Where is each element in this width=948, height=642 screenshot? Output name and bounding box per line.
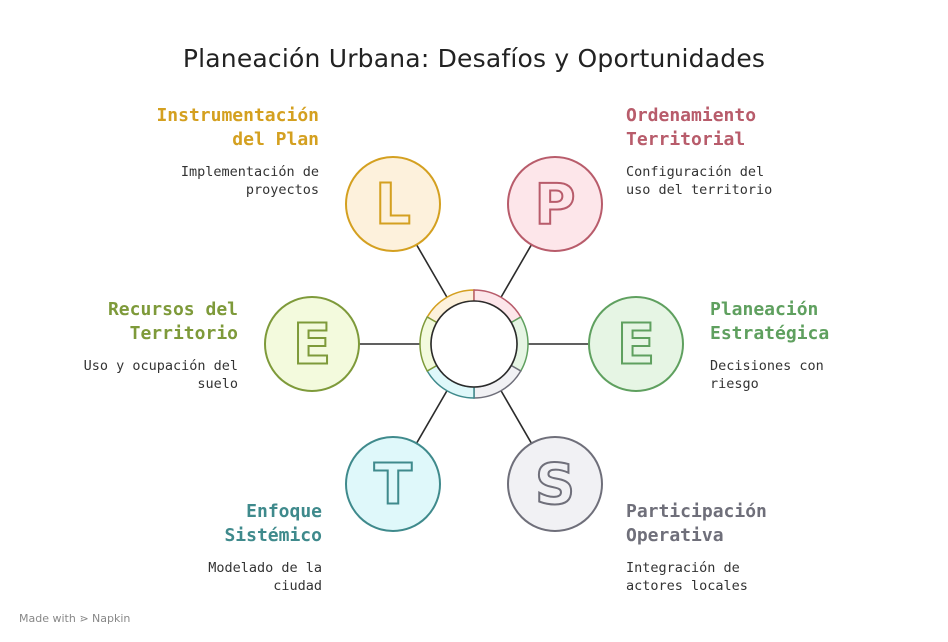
node-circle-ordenamiento xyxy=(507,156,603,252)
node-letter-recursos: E xyxy=(293,313,331,378)
heading-enfoque: Enfoque Sistémico xyxy=(224,501,322,546)
desc-planeacion: Decisiones con riesgo xyxy=(710,358,824,392)
footer-made-with: Made with xyxy=(19,612,76,625)
desc-recursos: Uso y ocupación del suelo xyxy=(83,358,238,392)
node-circle-recursos xyxy=(264,296,360,392)
heading-instrumentacion: Instrumentación del Plan xyxy=(156,105,319,150)
node-circle-enfoque xyxy=(345,436,441,532)
heading-planeacion: Planeación Estratégica xyxy=(710,299,830,344)
node-letter-planeacion: E xyxy=(617,313,655,378)
node-circle-instrumentacion xyxy=(345,156,441,252)
desc-ordenamiento: Configuración del uso del territorio xyxy=(626,164,773,198)
page-title: Planeación Urbana: Desafíos y Oportunida… xyxy=(182,44,766,73)
desc-instrumentacion: Implementación de proyectos xyxy=(180,164,319,198)
napkin-logo-icon: ⋗ xyxy=(79,612,89,625)
footer-credit: Made with ⋗ Napkin xyxy=(19,612,130,625)
heading-ordenamiento: Ordenamiento Territorial xyxy=(626,105,757,150)
footer-brand: Napkin xyxy=(92,612,131,625)
spoke-ordenamiento xyxy=(500,244,533,298)
spoke-participacion xyxy=(500,390,533,444)
center-ring-hole xyxy=(430,300,518,388)
node-letter-ordenamiento: P xyxy=(534,173,575,238)
node-letter-participacion: S xyxy=(535,453,575,518)
heading-participacion: Participación Operativa xyxy=(626,501,767,546)
node-circle-planeacion xyxy=(588,296,684,392)
node-letter-enfoque: T xyxy=(374,453,412,518)
node-circle-participacion xyxy=(507,436,603,532)
heading-recursos: Recursos del Territorio xyxy=(107,299,238,344)
desc-enfoque: Modelado de la ciudad xyxy=(208,560,322,594)
desc-participacion: Integración de actores locales xyxy=(626,560,748,594)
node-letter-instrumentacion: L xyxy=(375,173,411,238)
spoke-instrumentacion xyxy=(415,244,448,298)
spoke-enfoque xyxy=(415,390,448,444)
